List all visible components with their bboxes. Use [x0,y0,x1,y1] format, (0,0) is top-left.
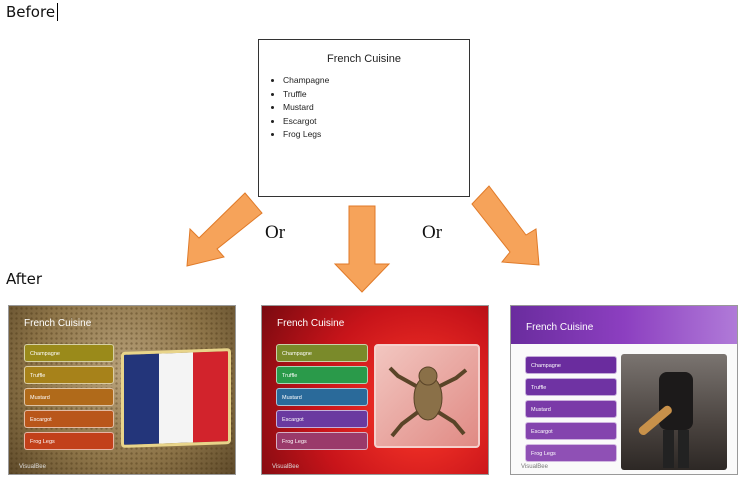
original-slide-bullets: Champagne Truffle Mustard Escargot Frog … [271,74,329,142]
slide-title: French Cuisine [24,318,92,329]
design-option-1[interactable]: French Cuisine Champagne Truffle Mustard… [8,305,236,475]
brand-logo: VisualBee [521,464,548,470]
design-option-3[interactable]: French Cuisine Champagne Truffle Mustard… [510,305,738,475]
brand-logo: VisualBee [19,464,46,470]
list-item: Truffle [24,366,114,384]
slide-title: French Cuisine [526,322,594,333]
after-label: After [6,270,43,288]
original-slide-title: French Cuisine [327,53,401,65]
list-item: Frog Legs [276,432,368,450]
or-label-left: Or [265,222,286,243]
list-item: Champagne [24,344,114,362]
frog-image [374,344,480,448]
bullet-item: Truffle [283,88,329,102]
list-item: Mustard [276,388,368,406]
arrow-down-left-icon [186,192,263,267]
list-item: Truffle [276,366,368,384]
or-label-right: Or [422,222,443,243]
list-item: Escargot [24,410,114,428]
original-slide: French Cuisine Champagne Truffle Mustard… [258,39,470,197]
list-item: Champagne [525,356,617,374]
arrow-down-right-icon [471,185,540,266]
title-band [511,306,737,344]
list-item: Mustard [525,400,617,418]
before-label: Before [6,3,56,21]
item-list: Champagne Truffle Mustard Escargot Frog … [525,356,617,466]
brand-logo: VisualBee [272,464,299,470]
man-with-baguette-image [621,354,727,470]
bullet-item: Champagne [283,74,329,88]
list-item: Escargot [525,422,617,440]
list-item: Escargot [276,410,368,428]
bullet-item: Mustard [283,101,329,115]
french-flag-image [121,348,231,448]
list-item: Mustard [24,388,114,406]
list-item: Champagne [276,344,368,362]
slide-title: French Cuisine [277,318,345,329]
arrow-down-icon [333,205,391,293]
list-item: Truffle [525,378,617,396]
list-item: Frog Legs [525,444,617,462]
item-list: Champagne Truffle Mustard Escargot Frog … [24,344,114,454]
bullet-item: Escargot [283,115,329,129]
bullet-item: Frog Legs [283,128,329,142]
item-list: Champagne Truffle Mustard Escargot Frog … [276,344,368,454]
text-cursor [57,3,58,21]
design-option-2[interactable]: French Cuisine Champagne Truffle Mustard… [261,305,489,475]
list-item: Frog Legs [24,432,114,450]
